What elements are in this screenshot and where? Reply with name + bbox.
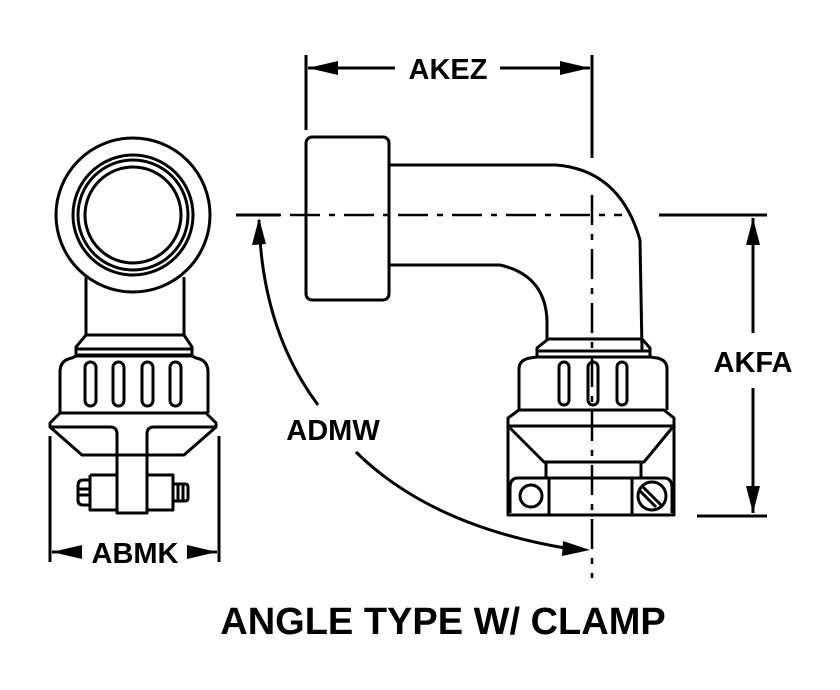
screw-slot bbox=[638, 485, 663, 509]
arrow-right bbox=[562, 541, 590, 556]
angle-arc-upper bbox=[257, 219, 320, 406]
centerlines bbox=[236, 195, 622, 578]
knurl-slot bbox=[83, 360, 98, 408]
arrow-right bbox=[187, 545, 217, 559]
knurl-slot bbox=[615, 360, 629, 407]
coupling-nut bbox=[517, 355, 669, 410]
clamp-bar bbox=[88, 473, 175, 512]
angle-arc-lower bbox=[354, 450, 566, 550]
screw-head bbox=[76, 478, 90, 507]
outer-ring bbox=[54, 136, 212, 294]
arrow-up bbox=[746, 218, 760, 245]
collar bbox=[535, 337, 652, 359]
arrow-left bbox=[52, 545, 82, 559]
knurl-slot bbox=[557, 360, 571, 407]
clamp-stem bbox=[50, 425, 216, 515]
arrow-left bbox=[308, 61, 338, 75]
dimension-akez: AKEZ bbox=[304, 54, 594, 158]
end-view bbox=[48, 136, 218, 515]
elbow-outer bbox=[389, 163, 644, 351]
knurl-slot bbox=[168, 360, 183, 408]
dimension-label-abmk: ABMK bbox=[92, 538, 179, 570]
arrow-down bbox=[746, 486, 760, 513]
inner-ring bbox=[76, 158, 190, 272]
bore-ring bbox=[83, 165, 183, 265]
dimension-akfa: AKFA bbox=[659, 213, 793, 518]
dimension-label-akez: AKEZ bbox=[409, 54, 488, 86]
elbow-inner bbox=[389, 263, 549, 340]
coupling-nut bbox=[58, 354, 210, 413]
neck bbox=[84, 277, 186, 335]
clamp-hole bbox=[518, 483, 544, 509]
middle-ring bbox=[71, 153, 195, 277]
dimension-abmk: ABMK bbox=[48, 436, 221, 570]
arrow-up bbox=[252, 218, 266, 245]
collar bbox=[74, 333, 194, 357]
side-view bbox=[304, 135, 676, 517]
cone bbox=[508, 426, 674, 478]
knurl-slot bbox=[111, 360, 126, 408]
screw-thread bbox=[173, 482, 190, 503]
drawing-title: ANGLE TYPE W/ CLAMP bbox=[220, 601, 665, 643]
flange-block bbox=[304, 135, 391, 302]
knurl-slot bbox=[140, 360, 155, 408]
dimension-label-admw: ADMW bbox=[286, 415, 380, 447]
dimension-admw: ADMW bbox=[236, 213, 590, 556]
arrow-right bbox=[560, 61, 590, 75]
clamp-screw bbox=[636, 480, 668, 512]
dimension-label-akfa: AKFA bbox=[714, 347, 793, 379]
flange bbox=[48, 411, 218, 457]
clamp bbox=[508, 476, 674, 515]
